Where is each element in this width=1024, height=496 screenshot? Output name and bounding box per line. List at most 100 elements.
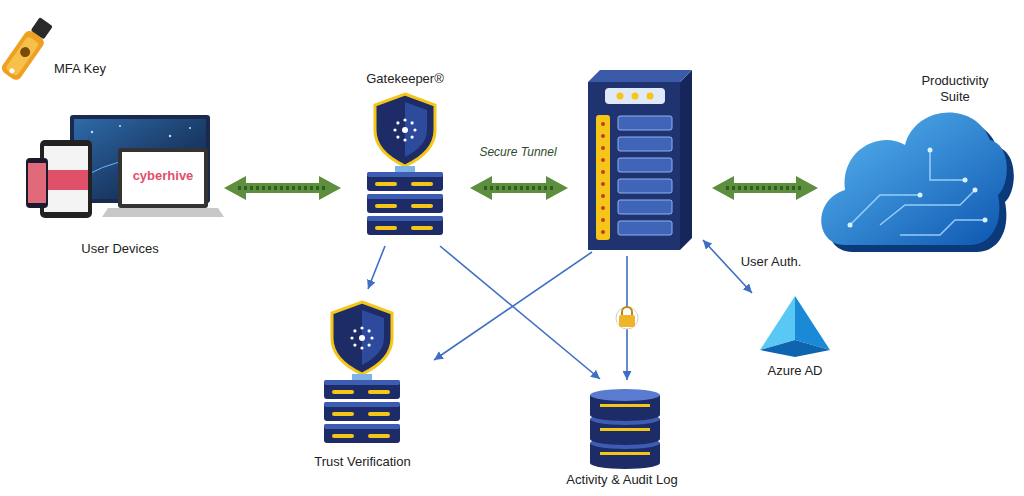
user-devices-illustration	[169, 135, 171, 137]
central-server-icon	[601, 134, 605, 138]
central-server-icon	[601, 194, 605, 198]
central-server-icon	[588, 82, 680, 250]
node-label: User Devices	[81, 241, 158, 257]
central-server-icon	[601, 170, 605, 174]
usb-key-icon	[0, 29, 46, 83]
user-devices-illustration	[102, 208, 224, 217]
cloud-illustration	[850, 150, 985, 235]
secure-tunnel-arrow	[484, 186, 554, 190]
node-label: Trust Verification	[314, 454, 410, 470]
lock-icon	[616, 307, 638, 329]
central-server-icon	[601, 206, 605, 210]
device-group: User Devices	[20, 110, 220, 260]
node-label: MFA Key	[54, 61, 106, 77]
central-server-icon	[596, 115, 610, 240]
central-server-icon	[601, 218, 605, 222]
audit-database-icon	[590, 409, 660, 421]
audit-database-icon	[590, 457, 660, 469]
central-server-icon	[601, 158, 605, 162]
cloud-illustration	[821, 112, 1013, 252]
cloud-illustration	[983, 218, 988, 223]
audit-database-icon	[600, 428, 650, 431]
cloud-link-arrow	[726, 186, 804, 190]
brand-logo: cyberhive	[122, 168, 204, 184]
user-devices-illustration	[44, 170, 88, 190]
cloud-illustration	[918, 193, 923, 198]
cloud-illustration	[928, 148, 933, 153]
central-server-icon	[588, 70, 692, 82]
central-server-icon	[618, 158, 672, 172]
arrow-stripe	[238, 186, 327, 190]
usb-key-icon	[0, 15, 55, 82]
link-arrow	[440, 246, 600, 379]
arrow-line	[440, 246, 600, 379]
usb-key-icon	[18, 45, 32, 59]
cloud-link-arrow	[726, 188, 804, 189]
tunnel-label: Secure Tunnel	[476, 145, 560, 159]
node-label: Azure AD	[768, 363, 823, 379]
trust-verification-icon	[324, 302, 400, 443]
cloud-illustration	[973, 188, 978, 193]
usb-key-icon	[31, 17, 53, 39]
key-label-box: MFA Key	[50, 58, 130, 80]
audit-database-icon	[590, 433, 660, 445]
central-server-icon	[605, 88, 665, 104]
user-devices-illustration	[189, 127, 191, 129]
label-slot: Secure Tunnel	[476, 145, 560, 159]
user-devices-illustration	[118, 148, 208, 208]
user-devices-illustration	[91, 131, 93, 133]
user-devices-illustration	[26, 115, 224, 218]
central-server-icon	[601, 230, 605, 234]
central-server-icon	[617, 93, 624, 100]
secure-tunnel-arrow	[484, 183, 554, 193]
central-server-icon	[632, 93, 639, 100]
central-server-icon	[601, 122, 605, 126]
azure-ad-logo	[760, 296, 830, 357]
lock-icon	[619, 315, 635, 327]
cloud-illustration	[848, 223, 853, 228]
secure-tunnel-arrow	[484, 188, 554, 189]
data-flow-arrow	[238, 188, 327, 189]
central-server-icon	[618, 200, 672, 214]
user-devices-illustration	[119, 125, 121, 127]
user-devices-illustration	[44, 146, 88, 212]
audit-database-icon	[590, 389, 660, 401]
cloud-illustration	[821, 112, 1006, 245]
link-arrow	[368, 246, 385, 289]
user-devices-illustration	[122, 152, 204, 204]
directory-service: Azure AD	[745, 290, 845, 382]
node-label: Activity & Audit Log	[566, 472, 677, 488]
label-slot: cyberhive	[122, 168, 204, 184]
central-server-icon	[618, 137, 672, 151]
node-label: Productivity Suite	[905, 73, 1005, 104]
central-server-icon	[618, 221, 672, 235]
central-server-icon	[588, 70, 692, 250]
arrow-body	[238, 183, 327, 193]
azure-ad-logo	[760, 340, 830, 357]
audit-database-icon	[600, 452, 650, 455]
central-server-icon	[680, 70, 692, 250]
usb-key-icon	[5, 36, 39, 77]
central-server-icon	[601, 182, 605, 186]
cloud-link-arrow	[726, 183, 804, 193]
lock-icon	[622, 307, 632, 316]
usb-key-icon	[8, 67, 15, 74]
node-label: Gatekeeper®	[366, 71, 444, 87]
central-server-icon	[618, 179, 672, 193]
central-server-icon	[601, 146, 605, 150]
label-slot: User Auth.	[736, 254, 806, 270]
central-server-icon	[647, 93, 654, 100]
user-devices-illustration	[28, 163, 46, 203]
cloud-illustration	[963, 178, 968, 183]
central-server-icon	[618, 116, 672, 130]
audit-database-icon	[590, 389, 660, 469]
user-devices-illustration	[26, 158, 48, 208]
lock-icon	[616, 307, 638, 329]
verification-server: Trust Verification	[295, 293, 430, 473]
audit-database-icon	[600, 404, 650, 407]
arrow-line	[368, 246, 385, 289]
cloud-service: Productivity Suite	[805, 70, 1015, 265]
gateway-server: Gatekeeper®	[345, 68, 465, 242]
